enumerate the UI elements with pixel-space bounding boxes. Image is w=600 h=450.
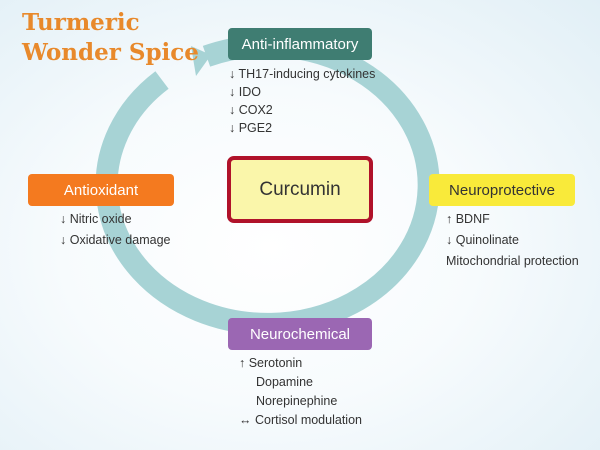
neurochemical-label: Neurochemical <box>249 325 351 343</box>
title-line-2: Wonder Spice <box>22 39 199 66</box>
anti-inflammatory-label: Anti-inflammatory <box>241 35 359 53</box>
list-item: ↓ COX2 <box>229 103 273 117</box>
curcumin-label: Curcumin <box>259 178 341 200</box>
antioxidant-box: Antioxidant <box>28 174 174 206</box>
anti-inflammatory-box: Anti-inflammatory <box>228 28 372 60</box>
neuroprotective-list: ↑ BDNF ↓ Quinolinate Mitochondrial prote… <box>446 209 579 272</box>
anti-inflammatory-list: ↓ TH17-inducing cytokines ↓ IDO ↓ COX2 ↓… <box>229 65 375 137</box>
list-item: Mitochondrial protection <box>446 254 579 268</box>
neuroprotective-box: Neuroprotective <box>429 174 575 206</box>
list-item: ↓ Nitric oxide <box>60 212 132 226</box>
list-item: ↔ Cortisol modulation <box>239 413 362 427</box>
list-item: ↓ Quinolinate <box>446 233 519 247</box>
title-line-1: Turmeric <box>22 9 140 36</box>
list-item: ↓ PGE2 <box>229 121 273 135</box>
list-item: ↑ Serotonin <box>239 356 303 370</box>
list-item: ↑ BDNF <box>446 212 490 226</box>
list-item: ↓ Oxidative damage <box>60 233 171 247</box>
neurochemical-box: Neurochemical <box>228 318 372 350</box>
curcumin-center-box: Curcumin <box>227 156 373 223</box>
list-item: ↓ TH17-inducing cytokines <box>229 67 376 81</box>
neurochemical-list: ↑ Serotonin Dopamine Norepinephine ↔ Cor… <box>239 354 362 430</box>
ring-arrowhead <box>191 46 211 76</box>
antioxidant-label: Antioxidant <box>63 181 139 199</box>
list-item: Dopamine <box>256 375 313 389</box>
page-title: Turmeric Wonder Spice <box>22 8 199 68</box>
antioxidant-list: ↓ Nitric oxide ↓ Oxidative damage <box>60 209 170 251</box>
neuroprotective-label: Neuroprotective <box>449 181 555 199</box>
list-item: Norepinephine <box>256 394 338 408</box>
list-item: ↓ IDO <box>229 85 261 99</box>
